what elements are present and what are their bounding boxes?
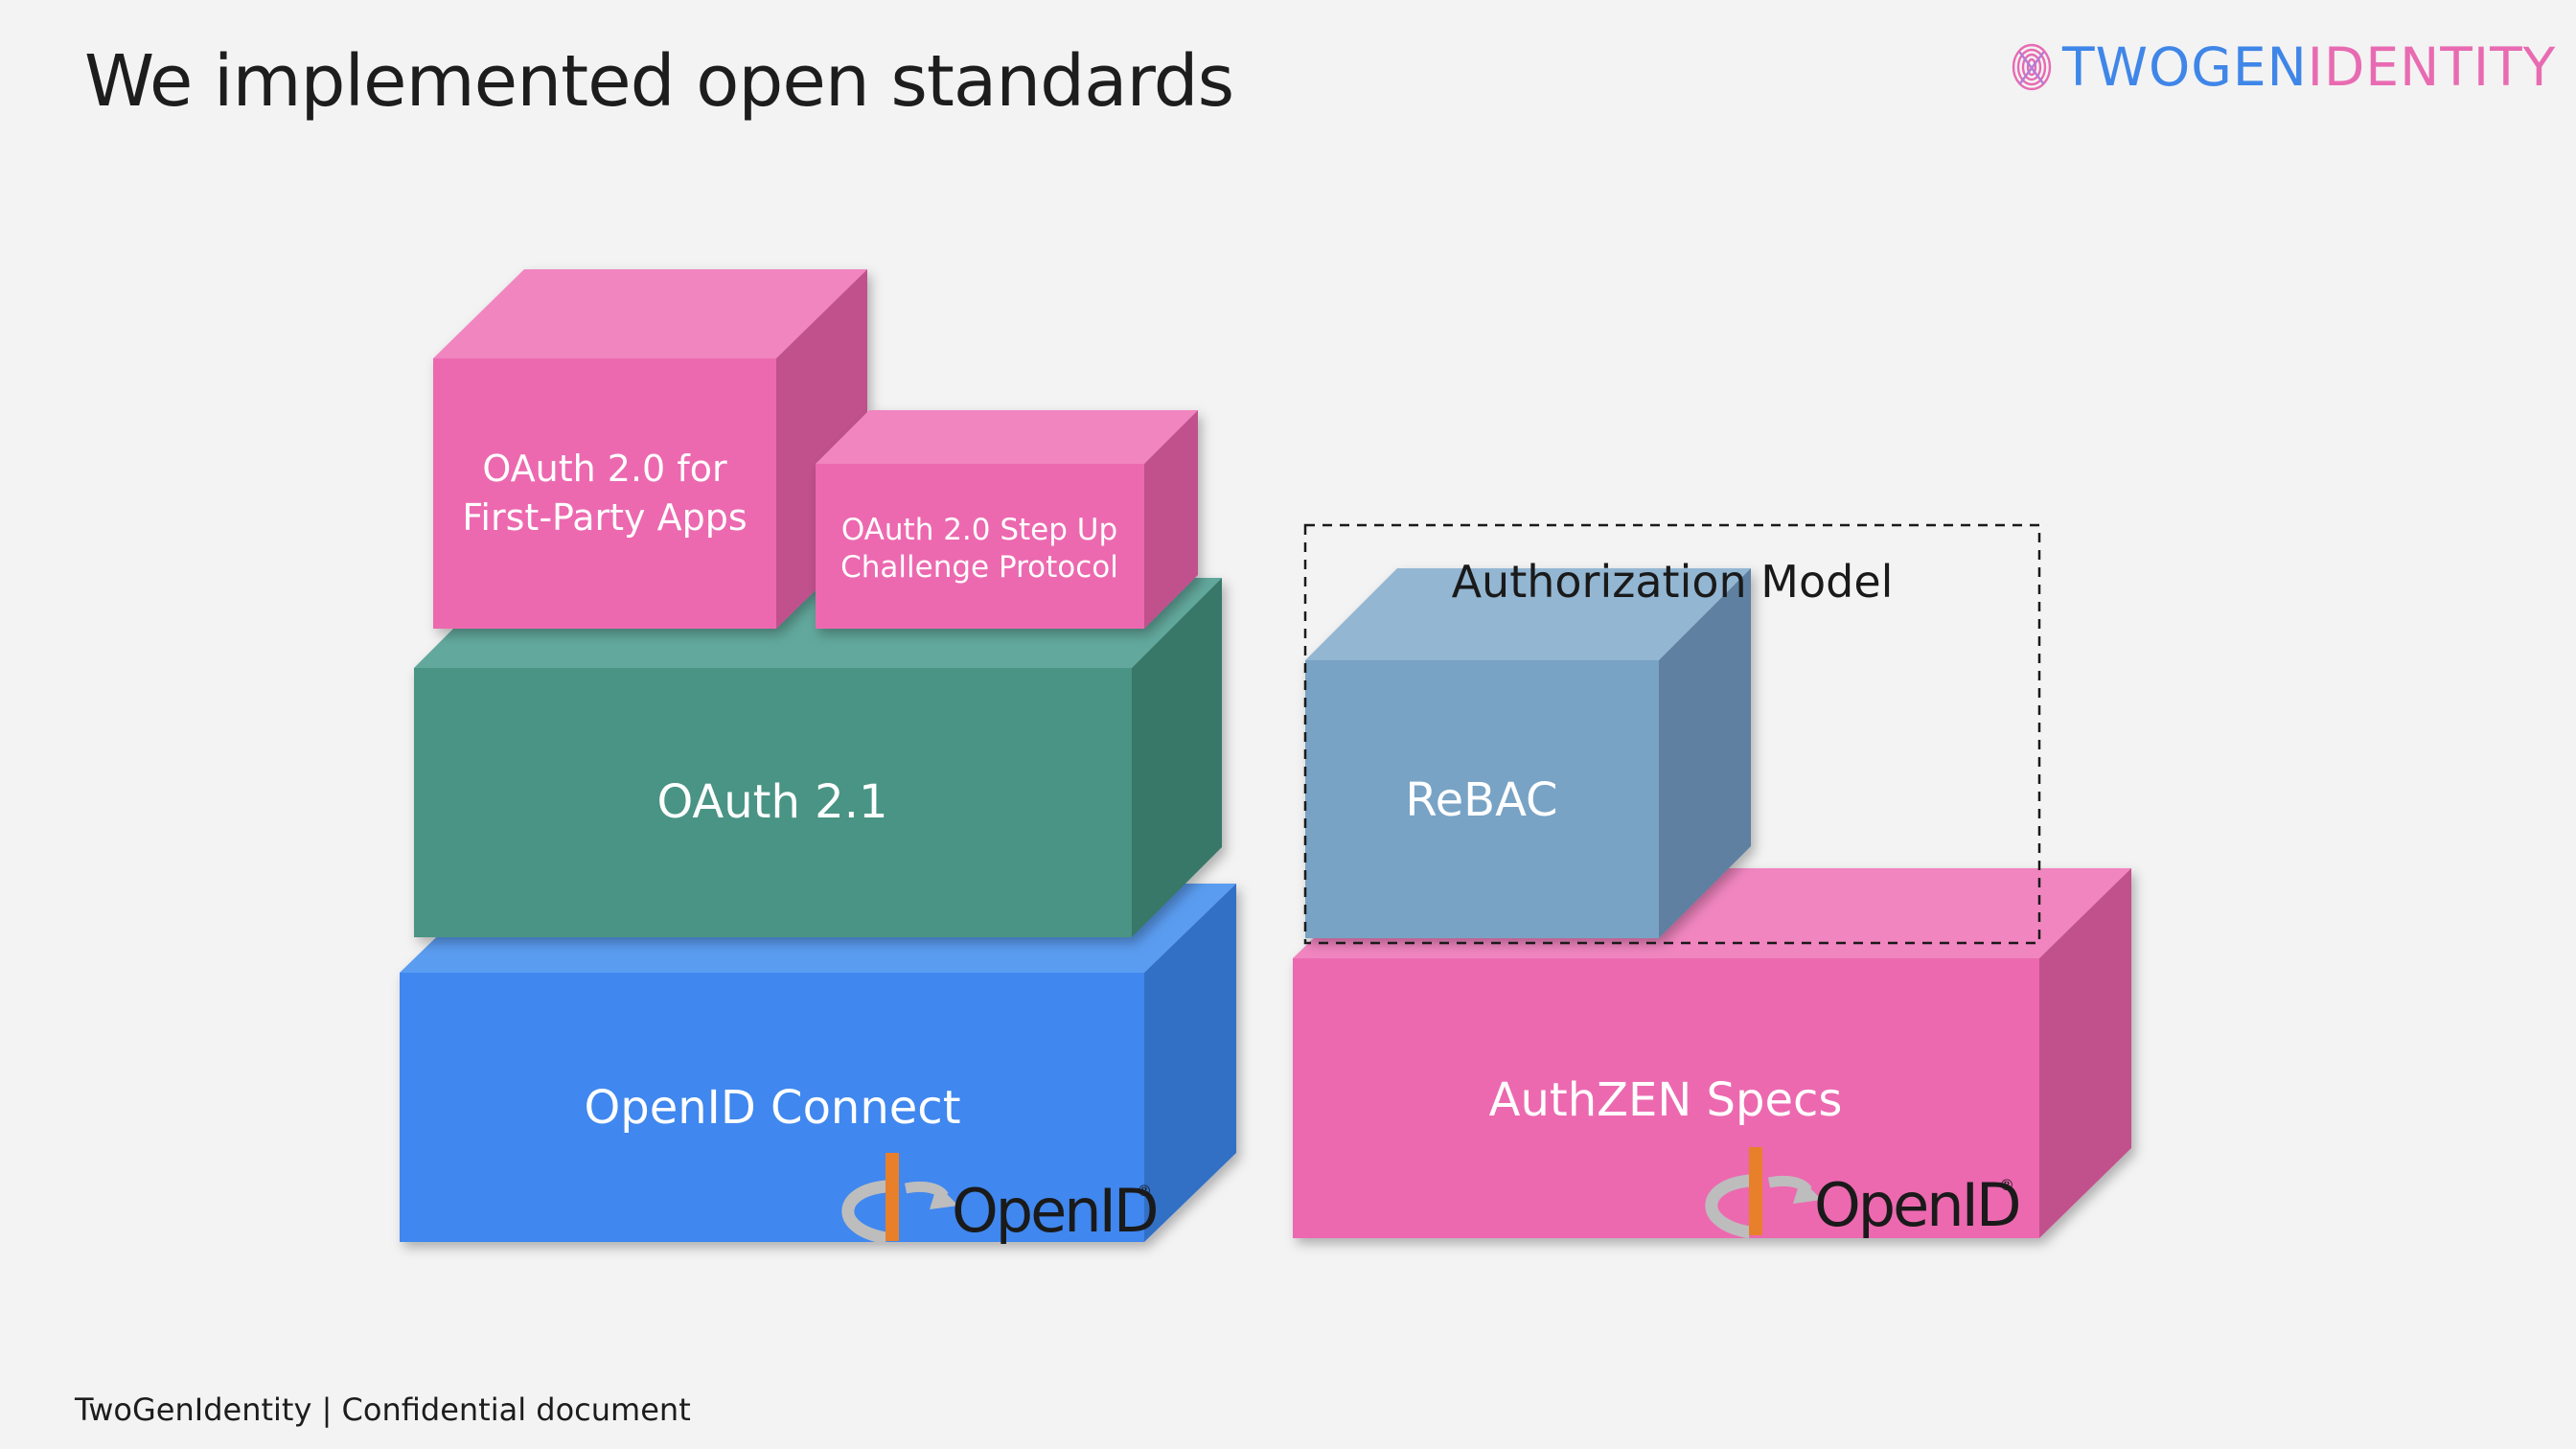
step-up-block — [816, 410, 1198, 629]
step-up-label-line1: OAuth 2.0 Step Up — [841, 513, 1117, 547]
brand-name: TWOGENIDENTITY — [2062, 36, 2556, 98]
fingerprint-icon — [2012, 43, 2052, 91]
footer-text: TwoGenIdentity | Confidential document — [75, 1392, 691, 1428]
openid-connect-label: OpenID Connect — [584, 1081, 960, 1135]
first-party-apps-label-line2: First-Party Apps — [462, 496, 747, 539]
authorization-model-group — [1303, 523, 2041, 945]
oauth21-label: OAuth 2.1 — [656, 775, 887, 829]
openid-logo-text: OpenID — [952, 1176, 1157, 1246]
rebac-block — [1305, 568, 1751, 938]
authzen-label: AuthZEN Specs — [1489, 1073, 1843, 1127]
authzen-block — [1293, 868, 2131, 1238]
brand-name-part1: TWOGEN — [2062, 36, 2308, 98]
openid-logo: OpenID ® — [1705, 1147, 2022, 1240]
openid-logo: OpenID ® — [841, 1153, 1160, 1246]
first-party-apps-label-line1: OAuth 2.0 for — [482, 448, 727, 490]
oauth21-block — [414, 578, 1222, 937]
openid-logo-text: OpenID — [1814, 1170, 2019, 1240]
authorization-model-label: Authorization Model — [1452, 556, 1894, 608]
first-party-apps-block — [433, 269, 867, 629]
rebac-label: ReBAC — [1405, 773, 1557, 827]
brand-name-part2: IDENTITY — [2307, 36, 2557, 98]
page-title: We implemented open standards — [84, 40, 1234, 123]
openid-registered-mark: ® — [1999, 1176, 2014, 1194]
brand-logo: TWOGENIDENTITY — [2011, 36, 2556, 98]
openid-registered-mark: ® — [1137, 1182, 1152, 1200]
step-up-label-line2: Challenge Protocol — [840, 550, 1118, 585]
